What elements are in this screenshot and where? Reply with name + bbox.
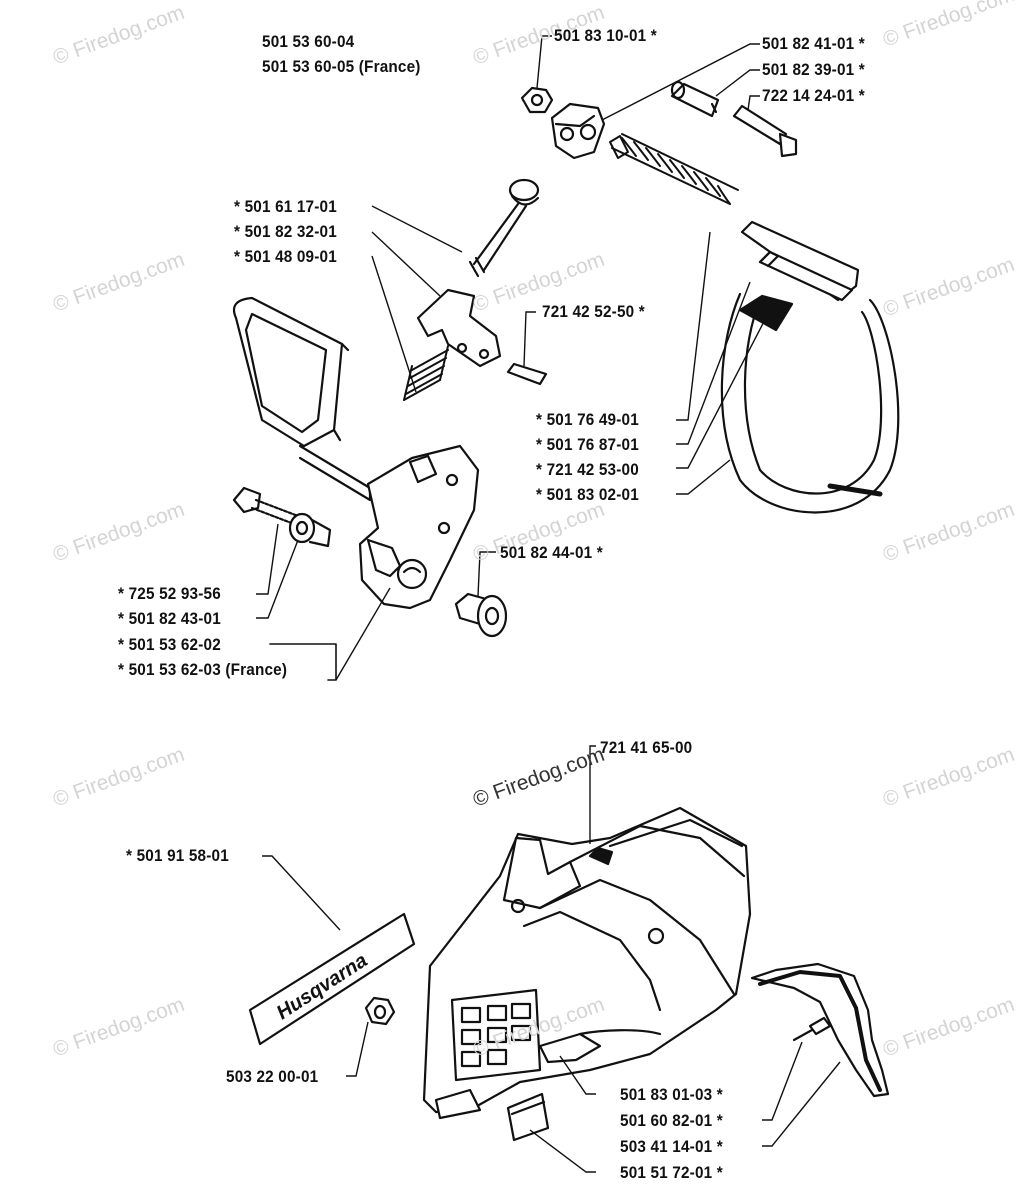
knob-pin-part [468, 178, 540, 278]
part-label: 501 51 72-01 * [620, 1163, 723, 1182]
washer-part [288, 512, 332, 548]
deflector-part [750, 962, 890, 1098]
part-label: * 501 91 58-01 [126, 846, 229, 865]
part-label: * 501 83 02-01 [536, 485, 639, 504]
part-label: 503 22 00-01 [226, 1067, 319, 1086]
part-label: * 501 53 62-02 [118, 635, 221, 654]
part-label: * 501 76 87-01 [536, 435, 639, 454]
part-label: 501 82 44-01 * [500, 543, 603, 562]
part-label: * 501 61 17-01 [234, 197, 337, 216]
part-label: * 501 82 43-01 [118, 609, 221, 628]
housing-bolt-part [232, 486, 300, 526]
part-label: 721 41 65-00 [600, 738, 693, 757]
part-label: * 501 76 49-01 [536, 410, 639, 429]
clutch-cover-part [422, 806, 752, 1114]
sleeve-part [670, 80, 720, 118]
nut-part [520, 86, 554, 114]
part-label: * 725 52 93-56 [118, 584, 221, 603]
assembly-number-1: 501 53 60-04 [262, 32, 355, 51]
cam-lever-part [416, 288, 502, 368]
decal-part [248, 912, 416, 1046]
brake-lever-part [740, 220, 860, 302]
part-label: 501 83 01-03 * [620, 1085, 723, 1104]
brake-band-part [720, 292, 900, 514]
main-spring-part [609, 133, 739, 205]
brake-housing-part [358, 444, 480, 610]
part-label: 722 14 24-01 * [762, 86, 865, 105]
part-label: 721 42 52-50 * [542, 302, 645, 321]
pin-part [506, 362, 548, 386]
assembly-number-2: 501 53 60-05 (France) [262, 57, 421, 76]
hand-guard-part [232, 296, 372, 502]
small-spring-part [403, 345, 449, 401]
part-label: 501 82 41-01 * [762, 34, 865, 53]
brake-knob-part [454, 592, 508, 638]
part-label: 501 83 10-01 * [554, 26, 657, 45]
vent-grille [450, 988, 542, 1082]
bolt-part [732, 104, 798, 158]
part-label: 503 41 14-01 * [620, 1137, 723, 1156]
part-label: * 721 42 53-00 [536, 460, 639, 479]
part-label: * 501 48 09-01 [234, 247, 337, 266]
screw-part [808, 1016, 832, 1036]
part-label: 501 82 39-01 * [762, 60, 865, 79]
part-label: 501 60 82-01 * [620, 1111, 723, 1130]
bracket-block-part [550, 102, 606, 160]
cover-nut-part [364, 996, 396, 1026]
part-label: * 501 82 32-01 [234, 222, 337, 241]
plate-part [506, 1092, 550, 1142]
part-label: * 501 53 62-03 (France) [118, 660, 288, 679]
